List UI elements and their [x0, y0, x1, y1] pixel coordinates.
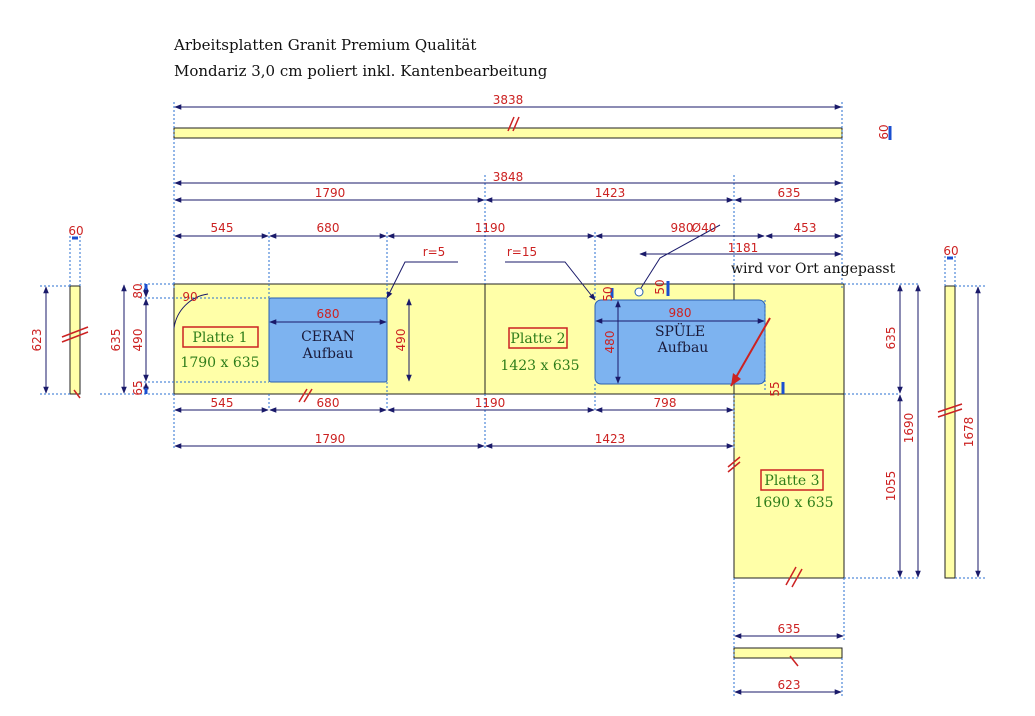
dimension-labels: 3838 60 3848 1790 1423 635 545 680 1190 … [30, 93, 976, 692]
bottom-edge-strip [733, 647, 843, 659]
dim-left-80: 80 [131, 283, 145, 298]
title-line-1: Arbeitsplatten Granit Premium Qualität [174, 36, 477, 54]
depth-markers [72, 126, 953, 394]
cutout-labels: CERAN Aufbau SPÜLE Aufbau [301, 322, 708, 362]
dim-right-strip-depth: 60 [943, 244, 958, 258]
slabs [69, 127, 956, 659]
dim-row3-453: 453 [794, 221, 817, 235]
dim-left-490: 490 [131, 329, 145, 352]
tap-hole-icon [634, 287, 644, 297]
dim-seg-1790: 1790 [315, 186, 346, 200]
dim-left-635: 635 [109, 329, 123, 352]
dim-bot-1423: 1423 [595, 432, 626, 446]
dim-row3-545: 545 [211, 221, 234, 235]
dim-bot-1790: 1790 [315, 432, 346, 446]
plate-3-label: Platte 3 [764, 473, 819, 489]
sink-label-line1: SPÜLE [655, 322, 705, 340]
dim-seg-1423: 1423 [595, 186, 626, 200]
dim-gap-55: 55 [768, 381, 782, 396]
dim-sink-depth: 480 [603, 331, 617, 354]
plate-1-label-box [182, 326, 259, 348]
dim-bot-680: 680 [317, 396, 340, 410]
dim-gap-50a: 50 [601, 286, 615, 301]
top-edge-strip [173, 127, 843, 139]
onsite-adjust-note: wird vor Ort angepasst [731, 261, 896, 277]
dim-strip-top-depth: 60 [877, 124, 891, 139]
extension-lines [40, 102, 985, 696]
left-edge-strip [69, 285, 81, 395]
dim-bottom-strip-length: 623 [778, 678, 801, 692]
dim-ceran-width: 680 [317, 307, 340, 321]
plate-2-label-box [508, 327, 568, 349]
dim-ceran-depth: 490 [394, 329, 408, 352]
ceran-label-line2: Aufbau [302, 346, 354, 362]
dim-overall: 3848 [493, 170, 524, 184]
dim-angle-90: 90 [182, 290, 197, 304]
leader-lines [173, 224, 721, 329]
ceran-cutout [268, 297, 388, 383]
dim-left-strip-depth: 60 [68, 224, 83, 238]
title-line-2: Mondariz 3,0 cm poliert inkl. Kantenbear… [174, 62, 548, 80]
dim-hole-1181: 1181 [728, 241, 759, 255]
plate-3-size: 1690 x 635 [754, 495, 833, 511]
dim-r5: r=5 [423, 245, 446, 259]
break-marks [61, 116, 963, 667]
dim-bot-545: 545 [211, 396, 234, 410]
dim-left-strip-length: 623 [30, 329, 44, 352]
right-edge-strip [944, 285, 956, 579]
dim-seg-635: 635 [778, 186, 801, 200]
sink-label-line2: Aufbau [657, 340, 709, 356]
dim-hole-dia: Ø40 [692, 221, 717, 235]
plate-labels: Platte 1 1790 x 635 Platte 2 1423 x 635 … [180, 326, 834, 511]
dim-right-strip-length: 1678 [962, 417, 976, 448]
dim-bot-798: 798 [654, 396, 677, 410]
plate-1-label: Platte 1 [192, 330, 247, 346]
dim-right-1055: 1055 [884, 471, 898, 502]
dim-right-1690: 1690 [902, 413, 916, 444]
adjust-arrow [730, 317, 771, 387]
dim-row3-1190: 1190 [475, 221, 506, 235]
dim-gap-50b: 50 [653, 279, 667, 294]
dim-bottom-strip-width: 635 [778, 622, 801, 636]
plate-1-size: 1790 x 635 [180, 355, 259, 371]
dim-strip-top-length: 3838 [493, 93, 524, 107]
plate-3-label-box [760, 469, 824, 491]
dim-r15: r=15 [507, 245, 537, 259]
dim-left-65: 65 [131, 380, 145, 395]
ceran-label-line1: CERAN [301, 329, 355, 345]
dim-row3-680: 680 [317, 221, 340, 235]
dimension-lines [43, 104, 981, 695]
plate-2-label: Platte 2 [510, 331, 565, 347]
dim-bot-1190: 1190 [475, 396, 506, 410]
dim-row3-980: 980 [671, 221, 694, 235]
plate-2-size: 1423 x 635 [500, 358, 579, 374]
dim-sink-width: 980 [669, 306, 692, 320]
dim-right-635: 635 [884, 327, 898, 350]
